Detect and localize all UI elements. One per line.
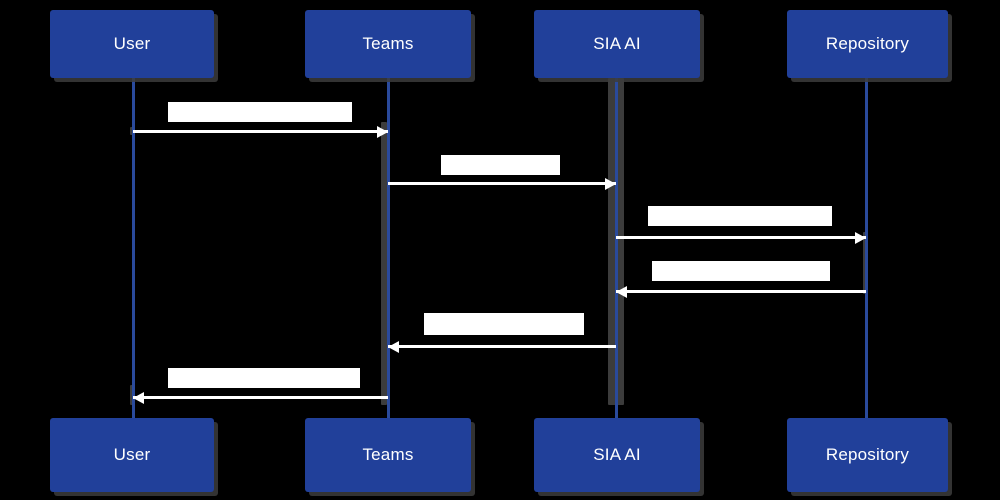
message-line-5	[388, 345, 616, 348]
lifeline-overlay-sia	[615, 78, 618, 418]
message-line-4	[616, 290, 866, 293]
message-label-6	[168, 368, 360, 388]
message-label-4	[652, 261, 830, 281]
participant-label-sia: SIA AI	[593, 34, 641, 53]
participant-box-top-user[interactable]: User	[50, 10, 214, 78]
message-line-6	[133, 396, 388, 399]
lifeline-overlay-teams	[387, 78, 390, 418]
message-arrowhead-6	[133, 392, 144, 404]
participant-box-bottom-user[interactable]: User	[50, 418, 214, 492]
lifeline-overlay-user	[132, 78, 135, 418]
participant-label-user: User	[113, 34, 151, 53]
message-label-1	[168, 102, 352, 122]
participant-label-repository: Repository	[825, 445, 910, 464]
message-line-3	[616, 236, 866, 239]
participant-box-bottom-sia[interactable]: SIA AI	[534, 418, 700, 492]
participant-box-top-sia[interactable]: SIA AI	[534, 10, 700, 78]
message-arrowhead-3	[855, 232, 866, 244]
message-label-3	[648, 206, 832, 226]
activation-bar-teams	[381, 122, 387, 405]
participant-label-teams: Teams	[362, 445, 414, 464]
message-label-2	[441, 155, 560, 175]
participant-box-top-repository[interactable]: Repository	[787, 10, 948, 78]
message-arrowhead-4	[616, 286, 627, 298]
participant-label-repository: Repository	[825, 34, 910, 53]
participant-label-user: User	[113, 445, 151, 464]
message-line-1	[133, 130, 388, 133]
participant-label-sia: SIA AI	[593, 445, 641, 464]
message-arrowhead-5	[388, 341, 399, 353]
message-arrowhead-1	[377, 126, 388, 138]
message-line-2	[388, 182, 616, 185]
message-label-5	[424, 313, 584, 335]
participant-box-top-teams[interactable]: Teams	[305, 10, 471, 78]
message-arrowhead-2	[605, 178, 616, 190]
lifeline-overlay-repository	[865, 78, 868, 418]
participant-box-bottom-teams[interactable]: Teams	[305, 418, 471, 492]
participant-label-teams: Teams	[362, 34, 414, 53]
participant-box-bottom-repository[interactable]: Repository	[787, 418, 948, 492]
